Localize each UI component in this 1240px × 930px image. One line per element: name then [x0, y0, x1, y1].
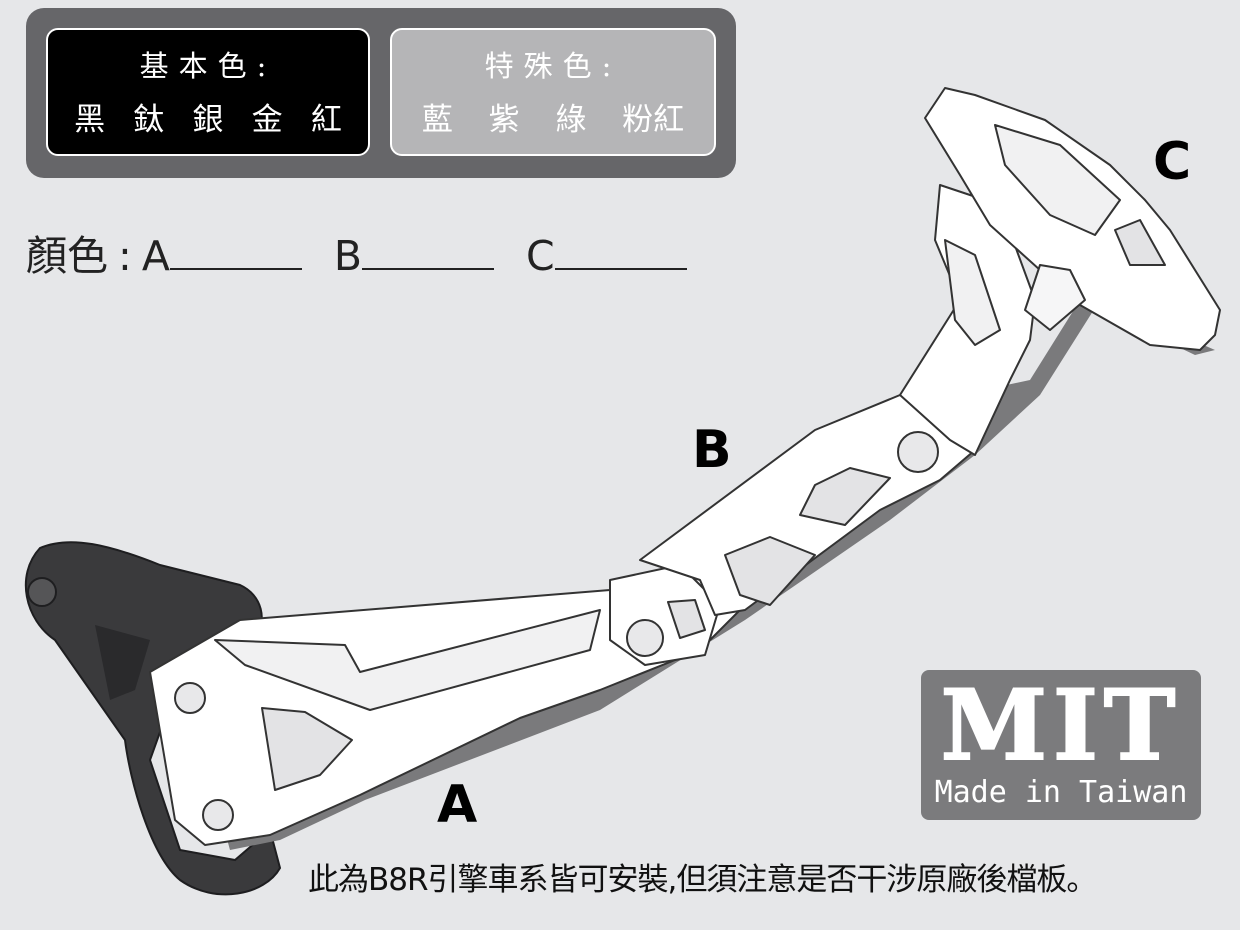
mit-badge-subtitle: Made in Taiwan	[934, 775, 1188, 810]
color-slot-b-blank	[362, 230, 495, 270]
part-label-b: B	[692, 420, 732, 480]
color-option: 紫	[488, 102, 520, 138]
color-fill-separator: :	[118, 232, 132, 280]
color-slot-c-blank	[554, 230, 687, 270]
color-option: 鈦	[133, 102, 165, 138]
color-slot-a-blank	[169, 230, 302, 270]
special-colors-list: 藍 紫 綠 粉紅	[392, 94, 714, 139]
color-fill-label: 顏色	[26, 232, 108, 280]
basic-colors-list: 黑 鈦 銀 金 紅	[48, 94, 368, 139]
mit-badge: MIT Made in Taiwan	[921, 670, 1201, 820]
color-option: 藍	[421, 102, 453, 138]
mit-badge-title: MIT	[940, 669, 1182, 782]
part-label-a: A	[437, 775, 478, 835]
color-slot-c-label: C	[526, 232, 555, 280]
color-options-panel: 基本色: 黑 鈦 銀 金 紅 特殊色: 藍 紫 綠 粉紅	[26, 8, 736, 178]
color-fill-line: 顏色:A B C	[26, 222, 719, 282]
color-option: 粉紅	[622, 102, 685, 138]
color-option: 黑	[74, 102, 106, 138]
white-bracket-arm	[149, 87, 1221, 850]
color-option: 綠	[555, 102, 587, 138]
dark-mounting-plate	[24, 541, 282, 896]
color-slot-b-label: B	[333, 232, 363, 280]
part-label-c: C	[1153, 132, 1192, 192]
color-option: 金	[251, 102, 283, 138]
color-slot-a-label: A	[141, 232, 170, 280]
basic-colors-title: 基本色:	[139, 49, 277, 83]
special-colors-title: 特殊色:	[484, 49, 622, 83]
compatibility-note: 此為B8R引擎車系皆可安裝,但須注意是否干涉原廠後檔板。	[308, 862, 1097, 898]
basic-colors-box: 基本色: 黑 鈦 銀 金 紅	[46, 28, 370, 156]
special-colors-box: 特殊色: 藍 紫 綠 粉紅	[390, 28, 716, 156]
color-option: 銀	[192, 102, 224, 138]
color-option: 紅	[310, 102, 342, 138]
